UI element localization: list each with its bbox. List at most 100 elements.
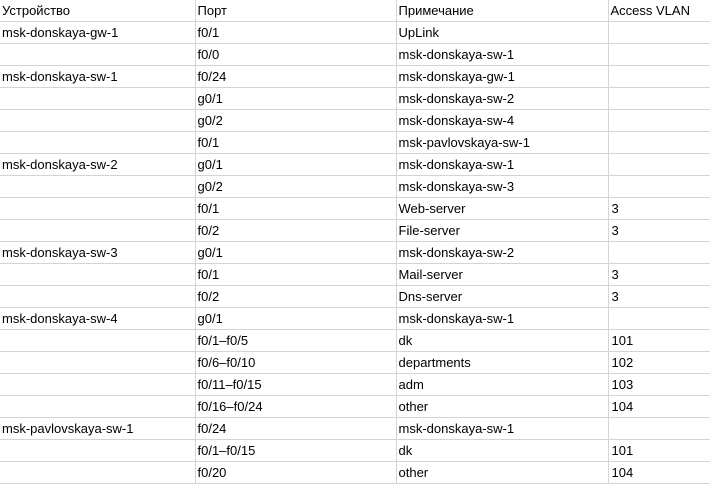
- note-cell: msk-pavlovskaya-sw-1: [396, 131, 609, 154]
- note-cell: msk-donskaya-sw-1: [396, 416, 609, 440]
- port-cell: f0/16–f0/24: [195, 395, 397, 418]
- device-cell: [0, 87, 196, 110]
- access-vlan-cell: 104: [608, 395, 710, 418]
- port-cell: f0/2: [195, 285, 397, 308]
- access-vlan-cell: 3: [608, 197, 710, 220]
- port-cell: f0/24: [195, 416, 397, 440]
- note-cell: other: [396, 395, 609, 418]
- device-cell: [0, 175, 196, 198]
- vlan-port-table: Устройство Порт Примечание Access VLAN m…: [0, 0, 710, 484]
- access-vlan-cell: [608, 64, 710, 88]
- port-cell: g0/1: [195, 306, 397, 330]
- note-cell: dk: [396, 439, 609, 462]
- port-cell: f0/1–f0/15: [195, 439, 397, 462]
- device-cell: msk-donskaya-sw-3: [0, 240, 196, 264]
- port-cell: g0/1: [195, 87, 397, 110]
- device-cell: msk-donskaya-sw-2: [0, 152, 196, 176]
- header-row: Устройство Порт Примечание Access VLAN: [0, 0, 710, 22]
- device-cell: [0, 109, 196, 132]
- header-access-vlan: Access VLAN: [608, 0, 710, 22]
- port-cell: f0/1: [195, 131, 397, 154]
- device-cell: [0, 285, 196, 308]
- port-cell: f0/24: [195, 64, 397, 88]
- note-cell: dk: [396, 329, 609, 352]
- note-cell: UpLink: [396, 20, 609, 44]
- port-cell: f0/20: [195, 461, 397, 484]
- port-cell: f0/1: [195, 197, 397, 220]
- note-cell: msk-donskaya-sw-2: [396, 87, 609, 110]
- note-cell: Web-server: [396, 197, 609, 220]
- note-cell: msk-donskaya-sw-1: [396, 43, 609, 66]
- port-cell: f0/11–f0/15: [195, 373, 397, 396]
- port-cell: f0/6–f0/10: [195, 351, 397, 374]
- note-cell: Dns-server: [396, 285, 609, 308]
- note-cell: File-server: [396, 219, 609, 242]
- note-cell: Mail-server: [396, 263, 609, 286]
- access-vlan-cell: [608, 175, 710, 198]
- port-cell: f0/1–f0/5: [195, 329, 397, 352]
- access-vlan-cell: 101: [608, 329, 710, 352]
- device-cell: msk-pavlovskaya-sw-1: [0, 416, 196, 440]
- note-cell: msk-donskaya-sw-3: [396, 175, 609, 198]
- port-cell: f0/2: [195, 219, 397, 242]
- access-vlan-cell: 101: [608, 439, 710, 462]
- access-vlan-cell: 3: [608, 263, 710, 286]
- device-cell: [0, 395, 196, 418]
- device-cell: [0, 219, 196, 242]
- device-cell: [0, 351, 196, 374]
- access-vlan-cell: 3: [608, 285, 710, 308]
- access-vlan-cell: [608, 20, 710, 44]
- header-device: Устройство: [0, 0, 196, 22]
- access-vlan-cell: [608, 131, 710, 154]
- port-cell: f0/1: [195, 20, 397, 44]
- note-cell: adm: [396, 373, 609, 396]
- note-cell: msk-donskaya-sw-2: [396, 240, 609, 264]
- note-cell: msk-donskaya-sw-1: [396, 306, 609, 330]
- device-cell: [0, 263, 196, 286]
- device-cell: [0, 329, 196, 352]
- header-port: Порт: [195, 0, 397, 22]
- device-cell: msk-donskaya-sw-1: [0, 64, 196, 88]
- header-note: Примечание: [396, 0, 609, 22]
- note-cell: msk-donskaya-sw-1: [396, 152, 609, 176]
- note-cell: departments: [396, 351, 609, 374]
- note-cell: other: [396, 461, 609, 484]
- access-vlan-cell: [608, 306, 710, 330]
- device-cell: msk-donskaya-gw-1: [0, 20, 196, 44]
- access-vlan-cell: 102: [608, 351, 710, 374]
- device-cell: [0, 197, 196, 220]
- device-cell: [0, 43, 196, 66]
- access-vlan-cell: 103: [608, 373, 710, 396]
- note-cell: msk-donskaya-sw-4: [396, 109, 609, 132]
- device-cell: [0, 131, 196, 154]
- port-cell: g0/1: [195, 152, 397, 176]
- port-cell: g0/2: [195, 109, 397, 132]
- device-cell: [0, 461, 196, 484]
- port-cell: f0/0: [195, 43, 397, 66]
- access-vlan-cell: 104: [608, 461, 710, 484]
- access-vlan-cell: [608, 109, 710, 132]
- port-cell: f0/1: [195, 263, 397, 286]
- access-vlan-cell: [608, 152, 710, 176]
- access-vlan-cell: [608, 87, 710, 110]
